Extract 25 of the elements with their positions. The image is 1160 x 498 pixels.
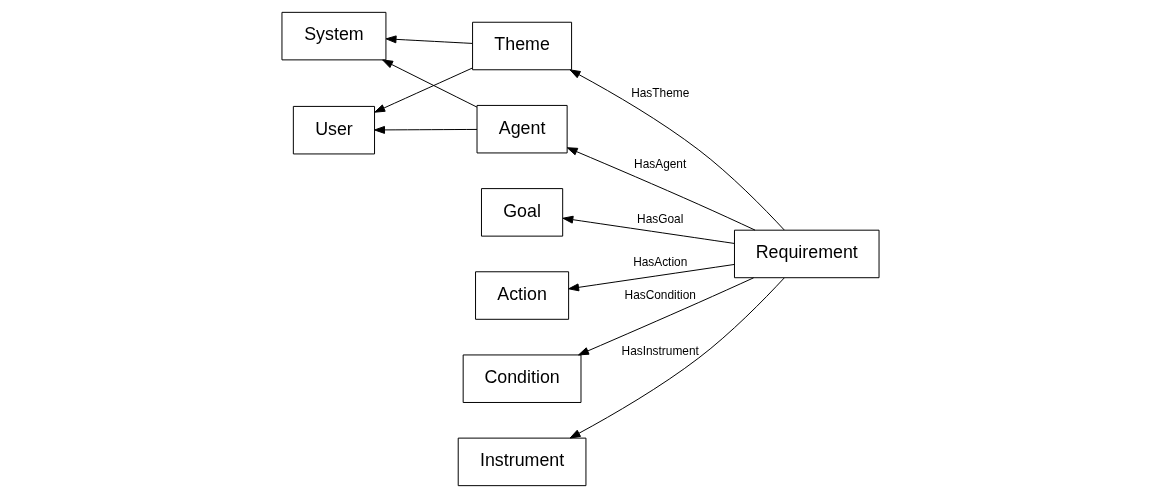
edge-label: HasInstrument (621, 343, 699, 358)
node-box: Agent (476, 104, 568, 154)
arrow (569, 69, 785, 231)
edge-label: HasCondition (624, 288, 696, 303)
arrow (373, 67, 473, 113)
arrow (385, 35, 473, 44)
arrow (566, 147, 756, 231)
node-box: Goal (480, 188, 563, 237)
arrow (373, 125, 477, 134)
node-box: Action (474, 271, 569, 320)
edge-label: HasAgent (633, 157, 686, 172)
node-box: User (292, 105, 375, 155)
arrow (567, 263, 735, 292)
arrow (381, 59, 477, 108)
edge-label: HasGoal (636, 211, 683, 226)
arrow (577, 277, 754, 356)
arrow (561, 215, 735, 244)
node-box: Instrument (457, 437, 586, 487)
node-box: Requirement (733, 229, 880, 279)
arrow (569, 277, 785, 439)
edge-label: HasTheme (630, 86, 689, 101)
node-box: System (280, 11, 386, 61)
edge-label: HasAction (632, 255, 687, 270)
node-box: Theme (471, 21, 572, 71)
node-box: Condition (462, 354, 581, 403)
